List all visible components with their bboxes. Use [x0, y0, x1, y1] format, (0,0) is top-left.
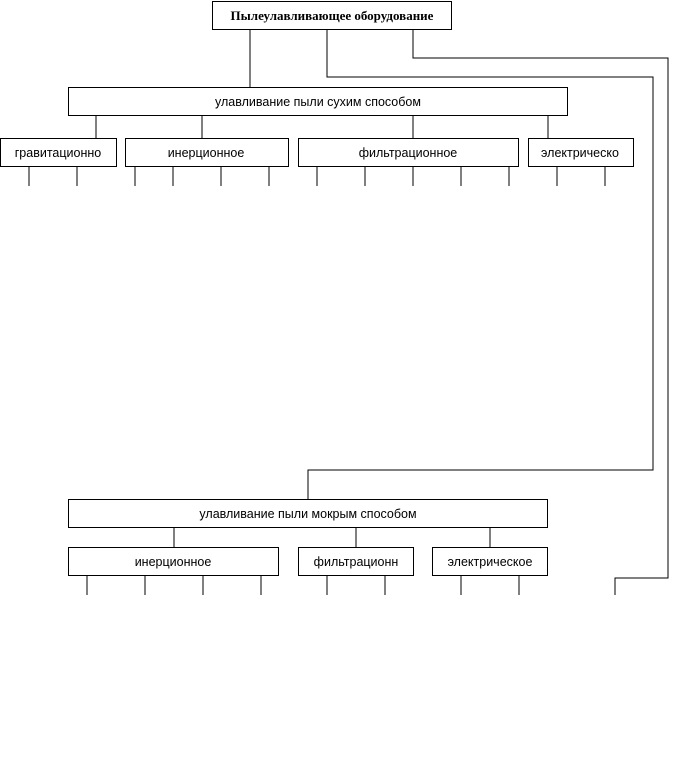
wet-child-box: [432, 547, 548, 576]
wet-child-label: электрическое: [448, 555, 533, 569]
wet-child-inertial: инерционное: [68, 547, 279, 576]
wet-child-label: фильтрационн: [314, 555, 399, 569]
dry-child-box: [125, 138, 289, 167]
dry-method-label: улавливание пыли сухим способом: [215, 95, 421, 109]
connectors: [95, 29, 669, 595]
wet-method-node: улавливание пыли мокрым способом: [68, 499, 548, 528]
wet-child-label: инерционное: [135, 555, 212, 569]
dry-child-box: [0, 138, 117, 167]
dry-child-filtration: фильтрационное: [298, 138, 519, 167]
leaf-ticks: [28, 167, 606, 595]
root-box: [212, 1, 452, 30]
root-node: Пылеулавливающее оборудование: [212, 1, 452, 30]
dry-child-box: [528, 138, 634, 167]
wet-child-electric: электрическое: [432, 547, 548, 576]
dry-children: гравитационно инерционное фильтрационное…: [0, 138, 634, 167]
dry-method-box: [68, 87, 568, 116]
dry-child-label: инерционное: [168, 146, 245, 160]
wet-child-filtration: фильтрационн: [298, 547, 414, 576]
wet-method-label: улавливание пыли мокрым способом: [199, 507, 416, 521]
wet-children: инерционное фильтрационн электрическое: [68, 547, 548, 576]
wet-method-box: [68, 499, 548, 528]
dry-child-gravitational: гравитационно: [0, 138, 117, 167]
root-label: Пылеулавливающее оборудование: [231, 8, 434, 23]
connector-root-wet: [307, 29, 654, 499]
dry-child-label: электрическо: [541, 146, 619, 160]
wet-child-box: [68, 547, 279, 576]
dry-child-label: гравитационно: [15, 146, 102, 160]
dry-child-box: [298, 138, 519, 167]
dry-child-inertial: инерционное: [125, 138, 289, 167]
dry-child-electric: электрическо: [528, 138, 634, 167]
dry-method-node: улавливание пыли сухим способом: [68, 87, 568, 116]
connector-root-other: [412, 29, 669, 595]
wet-child-box: [298, 547, 414, 576]
dry-child-label: фильтрационное: [359, 146, 458, 160]
